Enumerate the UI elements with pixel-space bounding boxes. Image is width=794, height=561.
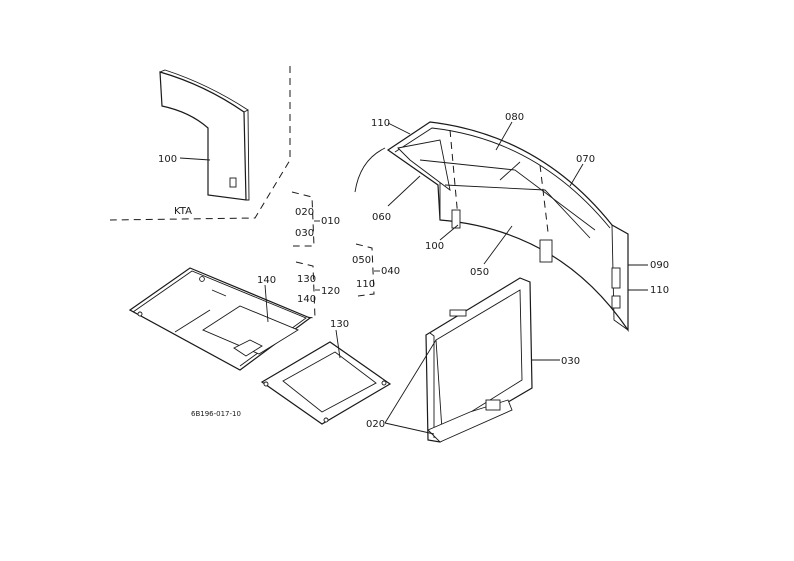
label-140-group: 140 (297, 294, 316, 305)
label-100-roof: 100 (425, 241, 444, 252)
label-050-group: 050 (352, 255, 371, 266)
drawing-number: 6B196-017-10 (191, 410, 241, 418)
label-110-right: 110 (650, 285, 669, 296)
bracket-040 (355, 243, 380, 297)
label-050: 050 (470, 267, 489, 278)
label-110-group: 110 (356, 279, 375, 290)
label-130-group: 130 (297, 274, 316, 285)
label-020-group: 020 (295, 207, 314, 218)
label-110-top: 110 (371, 118, 390, 129)
label-120: 120 (321, 286, 340, 297)
window-frame-030 (425, 277, 533, 443)
label-kta: KTA (174, 206, 192, 217)
kta-boundary (109, 66, 291, 221)
label-090: 090 (650, 260, 669, 271)
label-080: 080 (505, 112, 524, 123)
label-060: 060 (372, 212, 391, 223)
label-030-group: 030 (295, 228, 314, 239)
label-130: 130 (330, 319, 349, 330)
label-140: 140 (257, 275, 276, 286)
label-020: 020 (366, 419, 385, 430)
panel-100-kta (159, 69, 250, 201)
floor-mat-140 (128, 267, 312, 371)
label-040: 040 (381, 266, 400, 277)
label-100-kta: 100 (158, 154, 177, 165)
label-010: 010 (321, 216, 340, 227)
label-030: 030 (561, 356, 580, 367)
floor-mat-130 (260, 341, 392, 425)
bracket-120 (295, 261, 320, 319)
label-070: 070 (576, 154, 595, 165)
roof-assembly (354, 121, 629, 332)
bracket-010 (291, 191, 320, 247)
